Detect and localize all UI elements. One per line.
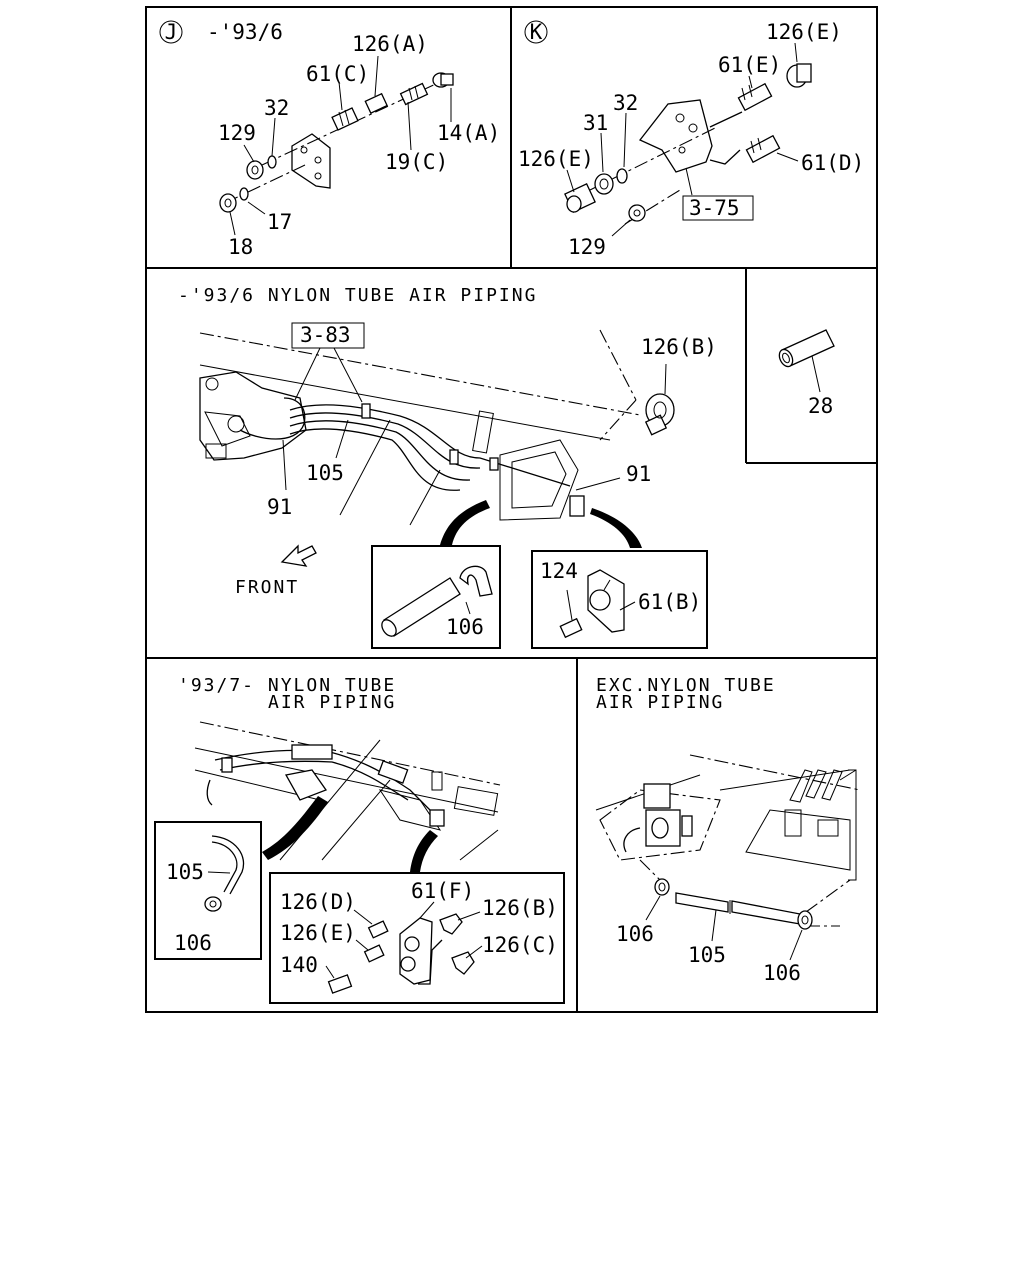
callout-140: 140 [280, 953, 318, 977]
nut-126e-top [786, 63, 812, 88]
callout-91-left: 91 [267, 495, 292, 519]
clip [361, 403, 371, 419]
panel-exc-nylon: EXC.NYLON TUBE AIR PIPING [595, 675, 861, 985]
ref-box-3-75 [682, 195, 754, 221]
callout-61c: 61(C) [306, 62, 369, 86]
detail-arrow-61f [410, 830, 438, 872]
inset-clip-106: 106 [371, 545, 501, 649]
hole [300, 146, 308, 154]
washer-32-k [616, 168, 628, 184]
front-label: FRONT [235, 577, 299, 598]
washer-32-j [267, 155, 277, 169]
callout-106-exc-left: 106 [616, 922, 654, 946]
callout-106-early: 106 [446, 615, 484, 639]
callout-126a: 126(A) [352, 32, 428, 56]
panel-j: J -'93/6 [159, 20, 500, 259]
nut-126a [364, 92, 388, 115]
nut-18 [219, 193, 237, 213]
engine-assembly [199, 371, 307, 461]
clip [489, 457, 499, 471]
callout-61f: 61(F) [411, 879, 474, 903]
connector-block [569, 495, 585, 517]
callout-32-j: 32 [264, 96, 289, 120]
callout-14a: 14(A) [437, 121, 500, 145]
inset-union-61b: 124 61(B) [531, 550, 708, 649]
panel-nylon-early-title: -'93/6 NYLON TUBE AIR PIPING [178, 285, 537, 306]
callout-18: 18 [228, 235, 253, 259]
diagram-frame [145, 6, 878, 1013]
nut-126e-left [564, 183, 596, 213]
callout-106-late: 106 [174, 931, 212, 955]
inset-union-61f: 126(D) 61(F) 126(B) 126(E) 126(C) 140 [269, 872, 565, 1004]
callout-126d: 126(D) [280, 890, 356, 914]
panel-nylon-late-title-1: '93/7- NYLON TUBE [178, 675, 396, 696]
panel-nylon-early: -'93/6 NYLON TUBE AIR PIPING [178, 285, 717, 649]
callout-19c: 19(C) [385, 150, 448, 174]
detail-arrow-61b [590, 508, 642, 548]
tank-outline [499, 439, 579, 521]
grommet-106-right [797, 910, 813, 930]
union-61c [331, 107, 359, 131]
callout-126c: 126(C) [482, 933, 558, 957]
detail-arrow-106 [440, 500, 490, 545]
connector-19c [399, 82, 429, 106]
union-61e [737, 82, 773, 112]
clip [449, 449, 459, 465]
nut-129-j [246, 160, 264, 180]
panel-k-marker: K [530, 20, 543, 44]
callout-17: 17 [267, 210, 292, 234]
callout-32-k: 32 [613, 91, 638, 115]
panel-nylon-late: '93/7- NYLON TUBE AIR PIPING [154, 675, 565, 1004]
nut-14a [432, 72, 454, 88]
union-61d [745, 134, 781, 164]
ref-3-75: 3-75 [689, 196, 740, 220]
callout-124: 124 [540, 559, 578, 583]
bracket-k [638, 99, 713, 173]
front-arrow [280, 544, 317, 567]
callout-61b: 61(B) [638, 590, 701, 614]
callout-129-j: 129 [218, 121, 256, 145]
panel-j-date: -'93/6 [207, 20, 283, 44]
nylon-tubes-late [206, 744, 445, 827]
panel-k-marker-circle [524, 20, 548, 44]
ref-3-83: 3-83 [300, 323, 351, 347]
callout-105-exc: 105 [688, 943, 726, 967]
callout-126b-late: 126(B) [482, 896, 558, 920]
inset-tube-105: 105 106 [154, 821, 262, 960]
detail-arrow-105 [262, 796, 328, 860]
panel-j-marker: J [165, 20, 178, 44]
panel-k: K [518, 20, 864, 259]
nylon-tubes [239, 397, 571, 491]
valve-assembly [599, 783, 721, 881]
nut-31 [594, 173, 614, 195]
elbow-126b [644, 393, 675, 436]
ref-box-3-83 [291, 322, 365, 349]
callout-61d: 61(D) [801, 151, 864, 175]
grommet-106-left [654, 878, 670, 896]
washer-17 [239, 187, 249, 201]
panel-exc-nylon-title-1: EXC.NYLON TUBE [596, 675, 776, 696]
callout-28: 28 [808, 394, 833, 418]
callout-126e-late: 126(E) [280, 921, 356, 945]
panel-spacer: 28 [778, 329, 835, 418]
callout-106-exc-right: 106 [763, 961, 801, 985]
hole [314, 172, 322, 180]
hole [314, 156, 322, 164]
callout-91-right: 91 [626, 462, 651, 486]
callout-61e: 61(E) [718, 53, 781, 77]
panel-exc-nylon-title-2: AIR PIPING [596, 692, 724, 713]
callout-105-early: 105 [306, 461, 344, 485]
panel-j-marker-circle [159, 20, 183, 44]
nut-129-k [628, 204, 646, 222]
callout-126e-top: 126(E) [766, 20, 842, 44]
panel-nylon-late-title-2: AIR PIPING [268, 692, 396, 713]
callout-129-k: 129 [568, 235, 606, 259]
tube-105 [675, 892, 801, 925]
callout-105-late: 105 [166, 860, 204, 884]
callout-126e-left: 126(E) [518, 147, 594, 171]
callout-31: 31 [583, 111, 608, 135]
callout-126b-early: 126(B) [641, 335, 717, 359]
